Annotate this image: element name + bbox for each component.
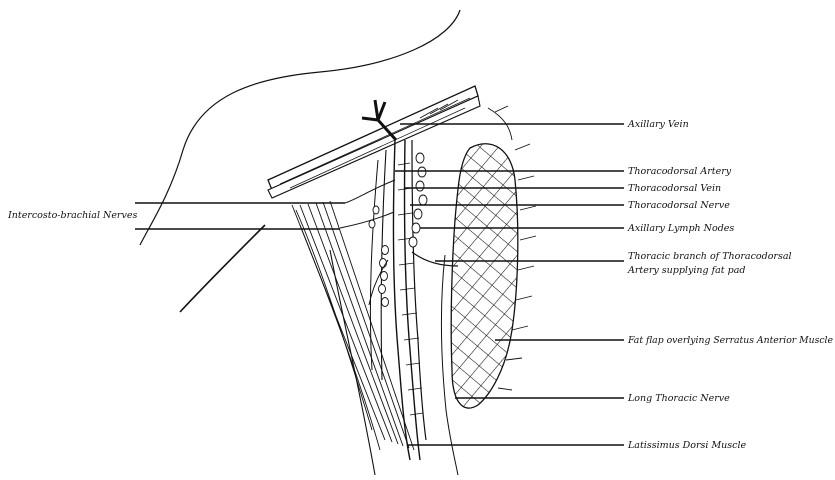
lymph-nodes [369,153,427,307]
leader-lines [135,124,624,445]
flank-outline [330,250,375,475]
label-thoracic-branch-line1: Thoracic branch of Thoracodorsal [628,251,792,262]
label-axillary-vein: Axillary Vein [627,119,689,130]
label-intercostobrachial-nerves: Intercosto-brachial Nerves [7,210,137,221]
fat-flap-drawing [441,106,536,475]
label-fat-flap: Fat flap overlying Serratus Anterior Mus… [627,335,833,346]
label-long-thoracic-nerve: Long Thoracic Nerve [627,393,730,404]
thoracic-branch-vessel [412,252,458,266]
label-latissimus-dorsi: Latissimus Dorsi Muscle [627,440,747,451]
label-thoracodorsal-nerve: Thoracodorsal Nerve [628,200,730,211]
nerve-branches [340,180,395,305]
label-thoracodorsal-artery: Thoracodorsal Artery [628,166,732,177]
label-thoracodorsal-vein: Thoracodorsal Vein [628,183,721,194]
arm-lower-outline [180,225,265,312]
label-thoracic-branch-line2: Artery supplying fat pad [627,265,745,276]
label-axillary-lymph-nodes: Axillary Lymph Nodes [627,223,734,234]
